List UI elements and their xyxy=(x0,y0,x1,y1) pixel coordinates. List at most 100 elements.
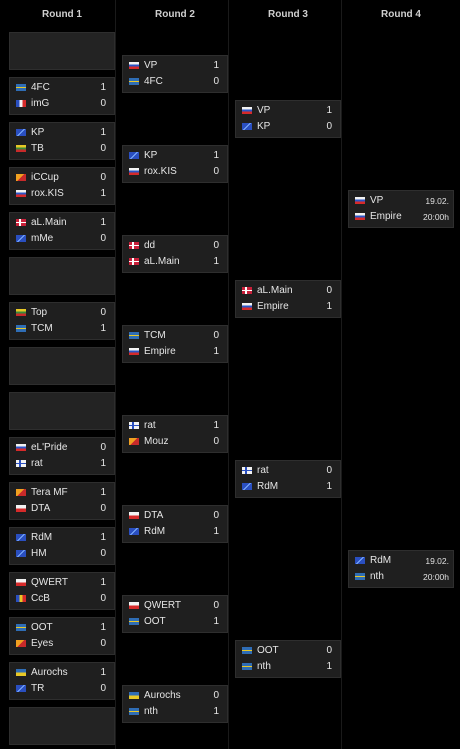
team-name[interactable]: Aurochs xyxy=(31,667,68,678)
team-name[interactable]: DTA xyxy=(31,503,51,514)
team-name[interactable]: iCCup xyxy=(31,172,59,183)
team-name[interactable]: Eyes xyxy=(31,638,54,649)
team-name[interactable]: TCM xyxy=(144,329,166,341)
team-name[interactable]: nth xyxy=(144,705,158,717)
team-name[interactable]: rox.KIS xyxy=(144,165,177,177)
team-name[interactable]: KP xyxy=(31,127,45,138)
team-name[interactable]: Empire xyxy=(370,210,402,222)
team-name[interactable]: nth xyxy=(370,570,384,582)
team-name[interactable]: VP xyxy=(144,59,158,71)
team-name[interactable]: Top xyxy=(31,307,48,318)
team-name[interactable]: OOT xyxy=(31,622,53,633)
team-name[interactable]: KP xyxy=(257,120,271,132)
team-name[interactable]: QWERT xyxy=(31,577,69,588)
team-name[interactable]: eL'Pride xyxy=(31,442,68,453)
team-name[interactable]: Empire xyxy=(144,345,176,357)
team-name[interactable]: aL.Main xyxy=(31,217,67,228)
team-name[interactable]: nth xyxy=(257,660,271,672)
team-name[interactable]: TB xyxy=(31,143,44,154)
team-name[interactable]: Tera MF xyxy=(31,487,68,498)
team-name[interactable]: RdM xyxy=(31,532,53,543)
team-name[interactable]: 4FC xyxy=(144,75,163,87)
team-name[interactable]: aL.Main xyxy=(257,284,293,296)
team-name[interactable]: TCM xyxy=(31,323,53,334)
team-name[interactable]: RdM xyxy=(370,554,392,566)
team-name[interactable]: HM xyxy=(31,548,47,559)
team-name[interactable]: VP xyxy=(257,104,271,116)
team-name[interactable]: rat xyxy=(144,419,156,431)
team-name[interactable]: rat xyxy=(257,464,269,476)
team-name[interactable]: VP xyxy=(370,194,384,206)
team-name[interactable]: Empire xyxy=(257,300,289,312)
team-name[interactable]: rox.KIS xyxy=(31,188,64,199)
team-name[interactable]: Mouz xyxy=(144,435,169,447)
team-name[interactable]: OOT xyxy=(144,615,166,627)
team-name[interactable]: imG xyxy=(31,98,50,109)
team-name[interactable]: aL.Main xyxy=(144,255,180,267)
team-name[interactable]: OOT xyxy=(257,644,279,656)
